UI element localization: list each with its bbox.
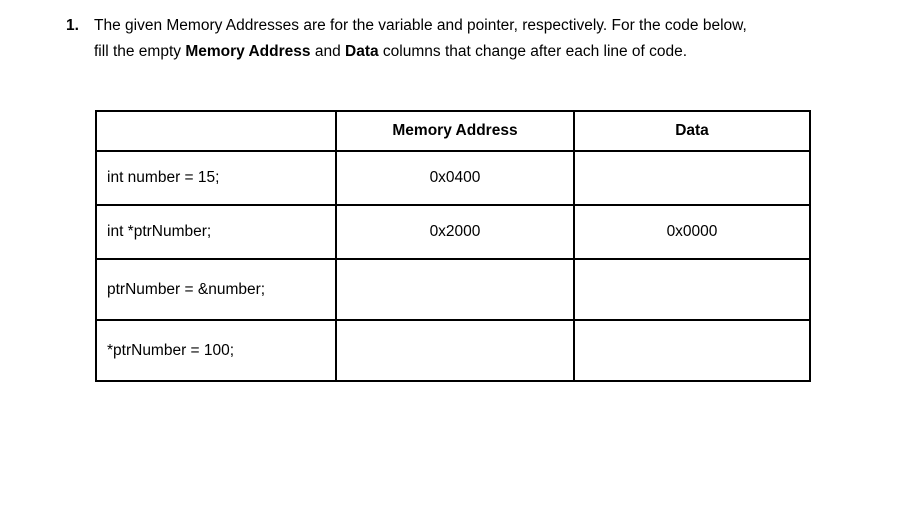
- memory-address-cell: [335, 319, 575, 382]
- table-row: ptrNumber = &number;: [95, 258, 811, 321]
- data-cell: [573, 319, 811, 382]
- table-row: int *ptrNumber; 0x2000 0x0000: [95, 204, 811, 260]
- code-cell: *ptrNumber = 100;: [95, 319, 337, 382]
- code-cell: ptrNumber = &number;: [95, 258, 337, 321]
- question-line2-part1: fill the empty: [94, 43, 186, 60]
- question-number: 1.: [66, 17, 79, 34]
- table-header-row: Memory Address Data: [95, 110, 811, 152]
- question-block: 1. The given Memory Addresses are for th…: [66, 13, 856, 65]
- code-cell: int *ptrNumber;: [95, 204, 337, 260]
- table-row: *ptrNumber = 100;: [95, 319, 811, 382]
- memory-address-cell: [335, 258, 575, 321]
- data-cell: [573, 150, 811, 206]
- question-line2-part5: columns that change after each line of c…: [378, 43, 688, 60]
- table-header-memory-address: Memory Address: [335, 110, 575, 152]
- memory-table: Memory Address Data int number = 15; 0x0…: [95, 110, 811, 382]
- code-cell: int number = 15;: [95, 150, 337, 206]
- data-cell: [573, 258, 811, 321]
- question-line2-bold-data: Data: [345, 43, 379, 60]
- question-text: The given Memory Addresses are for the v…: [94, 13, 856, 65]
- table-header-data: Data: [573, 110, 811, 152]
- data-cell: 0x0000: [573, 204, 811, 260]
- memory-address-cell: 0x2000: [335, 204, 575, 260]
- question-line2-bold-memory-address: Memory Address: [185, 43, 311, 60]
- table-header-code: [95, 110, 337, 152]
- question-line2-part3: and: [310, 43, 345, 60]
- question-line2: fill the empty Memory Address and Data c…: [94, 43, 687, 60]
- memory-address-cell: 0x0400: [335, 150, 575, 206]
- table-row: int number = 15; 0x0400: [95, 150, 811, 206]
- question-line1: The given Memory Addresses are for the v…: [94, 17, 747, 34]
